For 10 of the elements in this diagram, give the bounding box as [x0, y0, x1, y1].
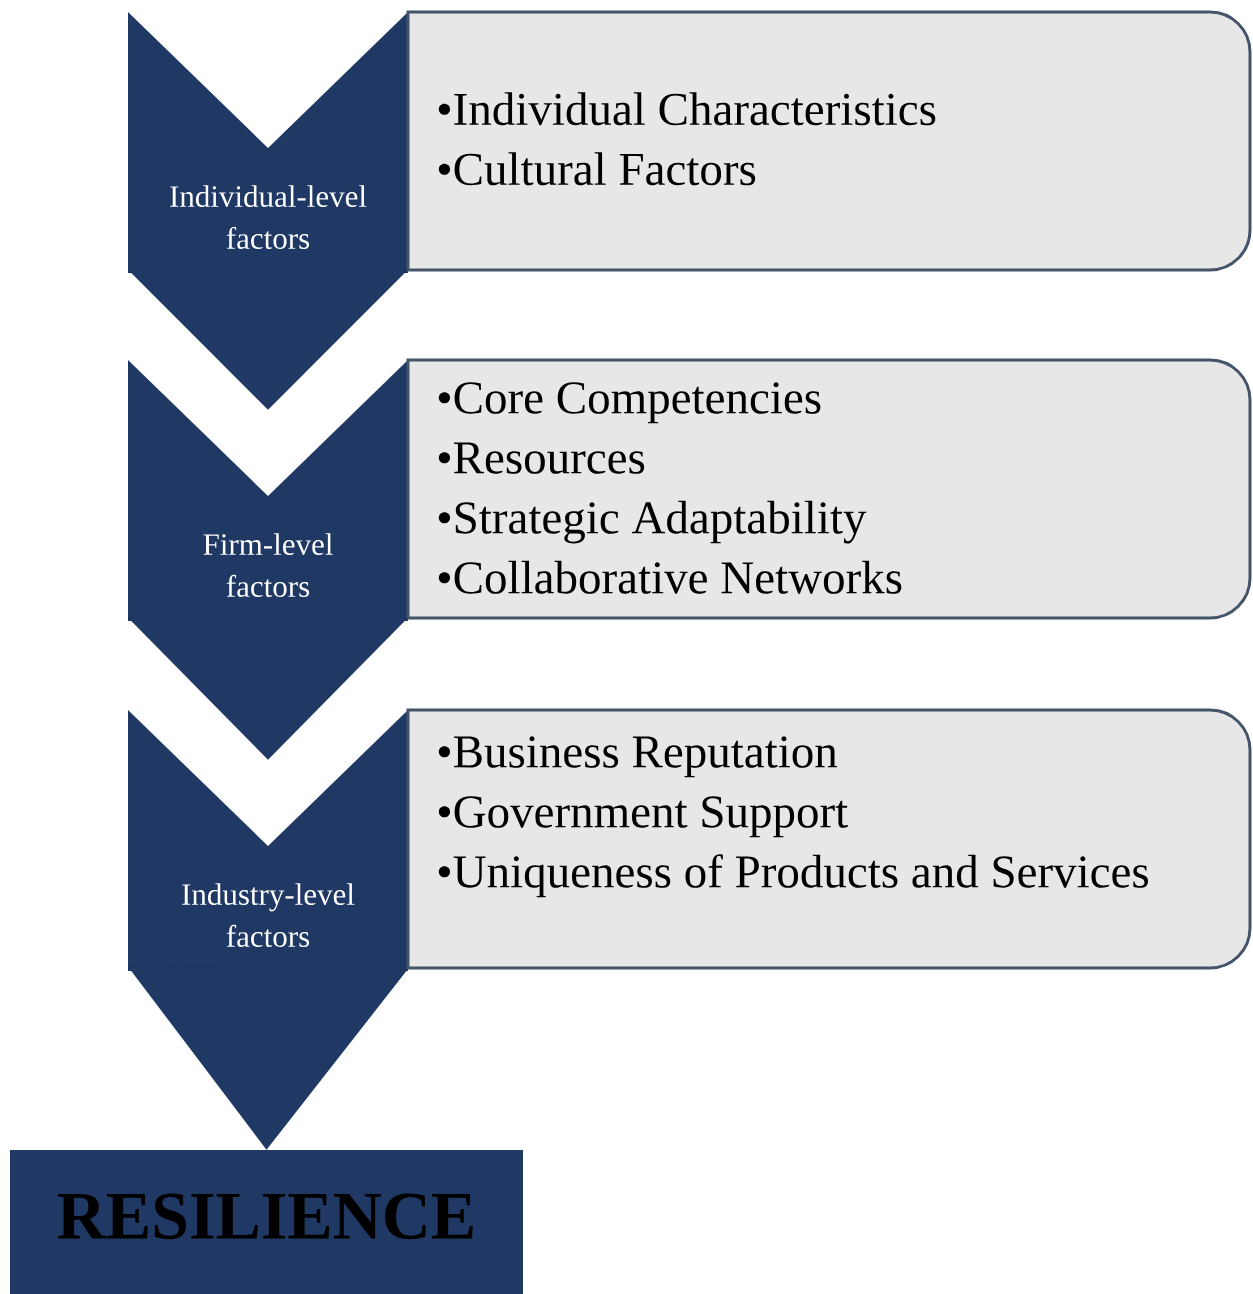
- node-label: Individual-level factors: [170, 185, 367, 249]
- node-label: Firm-level factors: [203, 533, 333, 597]
- chevron-tip: [128, 269, 408, 410]
- chevron-tip: [128, 966, 408, 1150]
- content-box: •Core Competencies •Resources •Strategic Adaptability •Collaborative Networks: [406, 358, 1252, 620]
- node-label: Industry-level factors: [182, 883, 355, 947]
- content-box: •Business Reputation •Government Support •Uniqueness of Products and Services: [406, 708, 1252, 970]
- chevron-tip: [128, 617, 408, 760]
- result-box: RESILIENCE: [10, 1150, 523, 1294]
- content-box: •Individual Characteristics •Cultural Factors: [406, 10, 1252, 272]
